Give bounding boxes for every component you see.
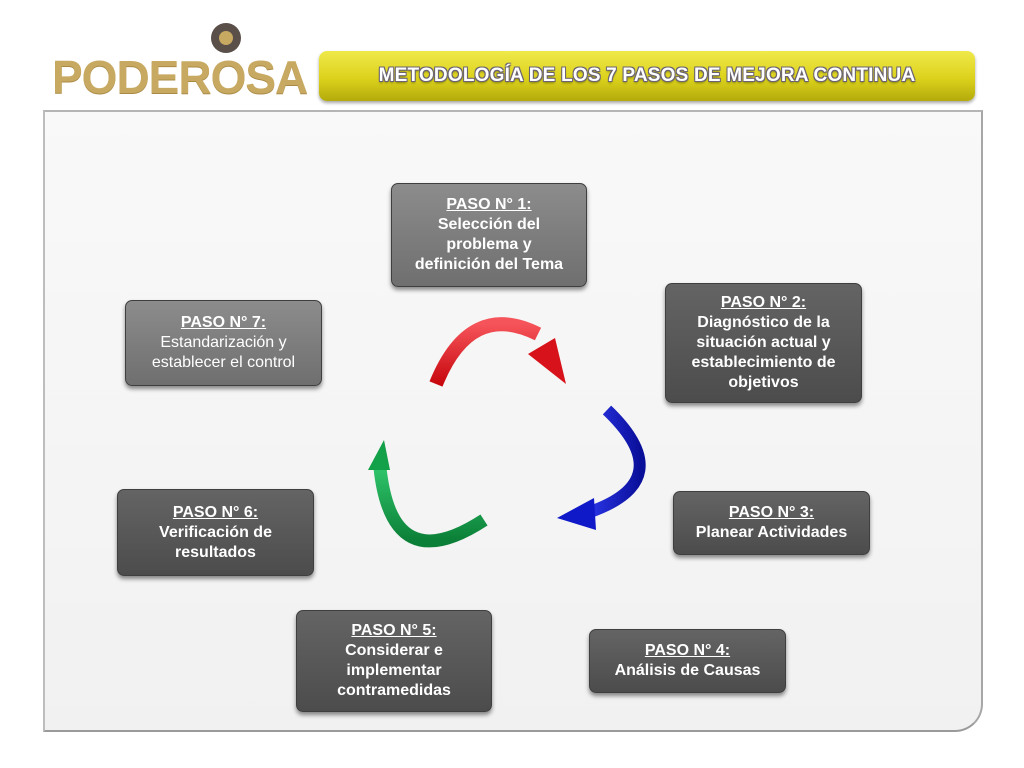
step-2-heading: PASO N° 2: [720, 294, 807, 311]
step-3-box: PASO N° 3: Planear Actividades [673, 491, 870, 555]
step-2-line-4: objetivos [728, 374, 799, 391]
step-4-line-1: Análisis de Causas [614, 662, 761, 679]
step-5-line-1: Considerar e [345, 642, 443, 659]
step-1-heading: PASO N° 1: [446, 196, 532, 213]
step-2-line-3: establecimiento de [691, 354, 836, 371]
step-3-line-1: Planear Actividades [695, 524, 848, 541]
poderosa-logo: PODEROSA [52, 22, 314, 103]
step-7-box: PASO N° 7: Estandarización y establecer … [125, 300, 322, 386]
step-4-box: PASO N° 4: Análisis de Causas [589, 629, 786, 693]
step-4-heading: PASO N° 4: [644, 642, 731, 659]
step-7-line-1: Estandarización y [160, 334, 287, 351]
step-1-line-2: problema y [446, 236, 532, 253]
step-2-box: PASO N° 2: Diagnóstico de la situación a… [665, 283, 862, 403]
step-7-line-2: establecer el control [151, 354, 296, 371]
page-title: METODOLOGÍA DE LOS 7 PASOS DE MEJORA CON… [378, 65, 916, 86]
step-3-heading: PASO N° 3: [728, 504, 815, 521]
logo-dot-icon [211, 23, 241, 53]
step-6-heading: PASO N° 6: [172, 503, 259, 521]
step-1-line-1: Selección del [437, 216, 541, 233]
step-6-line-2: resultados [175, 543, 256, 561]
title-banner: METODOLOGÍA DE LOS 7 PASOS DE MEJORA CON… [319, 51, 975, 101]
step-1-box: PASO N° 1: Selección del problema y defi… [391, 183, 587, 287]
step-5-heading: PASO N° 5: [351, 622, 437, 639]
step-5-line-2: implementar [346, 662, 442, 679]
step-2-line-1: Diagnóstico de la [697, 314, 830, 331]
step-1-line-3: definición del Tema [414, 256, 564, 273]
step-5-line-3: contramedidas [337, 682, 451, 699]
step-6-line-1: Verificación de [159, 523, 272, 541]
logo-text: PODEROSA [52, 51, 308, 103]
step-7-heading: PASO N° 7: [180, 314, 267, 331]
step-6-box: PASO N° 6: Verificación de resultados [117, 489, 314, 576]
step-5-box: PASO N° 5: Considerar e implementar cont… [296, 610, 492, 712]
step-2-line-2: situación actual y [696, 334, 831, 351]
